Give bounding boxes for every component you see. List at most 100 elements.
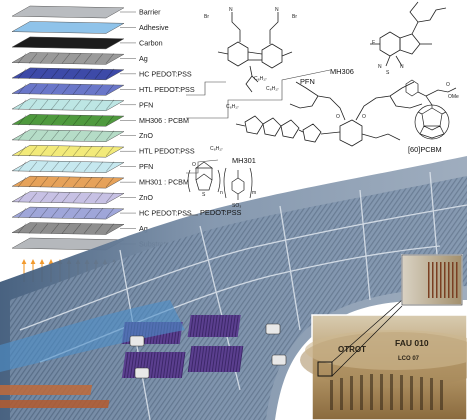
mh301-o1: O: [336, 114, 340, 120]
stack-layer-stripe: [61, 176, 71, 188]
stack-layer-stripe: [28, 207, 38, 219]
stack-layer-stripe: [61, 161, 71, 172]
stack-layer-stripe: [50, 84, 60, 95]
stack-layer-stripe: [28, 192, 38, 203]
zoom-inset: [401, 254, 463, 306]
stack-layer-stripe: [72, 176, 82, 188]
stack-layer-stripe: [39, 68, 49, 80]
stack-layer-stripe: [28, 161, 38, 172]
pedot-n: n: [220, 190, 223, 196]
stack-layer: [11, 191, 125, 204]
light-arrow-head: [39, 259, 45, 264]
stack-layer-stripe: [17, 84, 27, 95]
pcbm-ome: OMe: [448, 94, 459, 100]
mh306-n3: N: [378, 64, 382, 70]
stack-layer-stripe: [28, 68, 38, 80]
stack-layer: [11, 144, 125, 158]
stack-layer: [11, 67, 125, 81]
module-block: [187, 315, 241, 337]
mh306-f: F: [372, 40, 375, 46]
stack-layer-stripe: [39, 99, 49, 110]
layer-label: Ag: [139, 224, 148, 233]
stack-layer-stripe: [61, 223, 71, 234]
stack-layer-stripe: [50, 161, 60, 172]
stack-layer-stripe: [50, 53, 60, 64]
stack-layer-stripe: [83, 99, 93, 110]
stack-layer-stripe: [72, 53, 82, 64]
stack-layer-stripe: [39, 207, 49, 219]
stack-layer-stripe: [105, 161, 115, 172]
stack-layer-stripe: [72, 161, 82, 172]
stack-layer-shape: [11, 144, 125, 158]
stack-layer: [11, 175, 125, 189]
layer-label: HTL PEDOT:PSS: [139, 85, 195, 94]
light-arrow-head: [48, 259, 54, 264]
stack-layer-shape: [11, 21, 125, 34]
pfn-n2: N: [275, 7, 279, 13]
stack-layer-stripe: [50, 223, 60, 234]
stack-layer-stripe: [105, 176, 115, 188]
mh301-c8c: C₈H₁₇: [226, 104, 239, 110]
flexible-module-illustration: [0, 156, 467, 420]
stack-layer-stripe: [17, 207, 27, 219]
layer-label: HC PEDOT:PSS: [139, 69, 192, 78]
stack-layer-stripe: [83, 207, 93, 219]
pcbm-label: [60]PCBM: [408, 145, 442, 154]
stack-layer-stripe: [105, 53, 115, 64]
stack-layer-stripe: [17, 176, 27, 188]
stack-layer-stripe: [50, 176, 60, 188]
stack-layer: [11, 160, 125, 173]
stack-layer-shape: [11, 222, 125, 235]
stack-layer-stripe: [61, 146, 71, 157]
stack-layer-stripe: [72, 207, 82, 219]
layer-label: ZnO: [139, 193, 153, 202]
pedot-s: S: [202, 192, 206, 198]
layer-label: ZnO: [139, 131, 153, 140]
stack-layer-stripe: [28, 176, 38, 188]
stack-layer-stripe: [105, 207, 115, 219]
stack-layer-stripe: [50, 99, 60, 110]
stack-layer: [11, 21, 125, 34]
inset-stripes: [330, 374, 443, 410]
stack-layer-stripe: [83, 223, 93, 234]
module-block: [187, 346, 244, 372]
stack-layer-stripe: [39, 53, 49, 64]
stack-layer-stripe: [28, 223, 38, 234]
stack-layer-stripe: [61, 84, 71, 95]
layer-label: Barrier: [139, 8, 161, 17]
stack-layer-stripe: [94, 84, 104, 95]
pedot-so3: SO₃: [232, 203, 241, 209]
connector-tabs: [129, 323, 287, 379]
inset-code: LCO 07: [398, 356, 420, 362]
mh301-label: MH301: [232, 156, 256, 165]
layer-label: HC PEDOT:PSS: [139, 209, 192, 218]
pfn-n1: N: [229, 7, 233, 13]
stack-layer-stripe: [39, 84, 49, 95]
light-arrow-head: [21, 259, 27, 264]
mh301-o2: O: [362, 114, 366, 120]
stack-layer-stripe: [72, 192, 82, 203]
stack-layer-shape: [11, 175, 125, 189]
pedot-o1: O: [192, 162, 196, 168]
inset-brand: OTROT: [338, 345, 366, 354]
stack-layer-stripe: [28, 146, 38, 157]
pfn-c8b: C₈H₁₇: [266, 86, 279, 92]
stack-layer-stripe: [39, 192, 49, 203]
stack-layer-stripe: [94, 130, 104, 141]
stack-layer-shape: [11, 52, 125, 65]
stack-layer-stripe: [94, 53, 104, 64]
pfn-c8a: C₈H₁₇: [254, 76, 267, 82]
layer-stack: [11, 5, 125, 251]
stack-layer-stripe: [94, 176, 104, 188]
stack-layer-stripe: [17, 192, 27, 203]
stack-layer-stripe: [94, 223, 104, 234]
stack-layer-stripe: [17, 53, 27, 64]
stack-layer-stripe: [17, 68, 27, 80]
stack-layer-shape: [11, 67, 125, 81]
stack-layer-stripe: [39, 130, 49, 141]
stack-layer-stripe: [83, 53, 93, 64]
stack-layer-stripe: [28, 115, 38, 126]
stack-layer-stripe: [105, 84, 115, 95]
stack-layer-stripe: [39, 161, 49, 172]
